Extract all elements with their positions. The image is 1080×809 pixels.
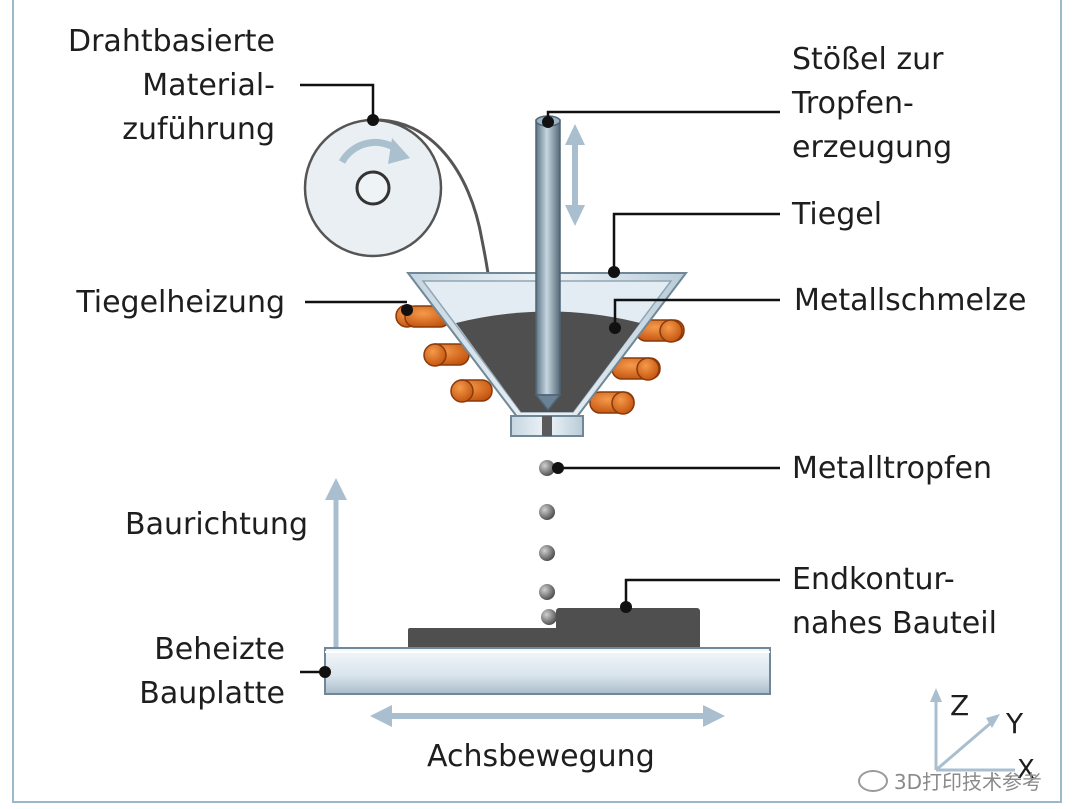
label-part: Endkontur- nahes Bauteil xyxy=(792,558,997,646)
label-line: Bauplatte xyxy=(139,676,285,711)
label-ram: Stößel zur Tropfen- erzeugung xyxy=(792,38,952,170)
label-line: Stößel zur xyxy=(792,42,944,77)
label-crucible-heater: Tiegelheizung xyxy=(76,285,285,320)
ram-plunger xyxy=(534,115,562,412)
label-axis-motion: Achsbewegung xyxy=(427,739,655,774)
label-line: erzeugung xyxy=(792,130,953,165)
wechat-icon xyxy=(857,769,888,792)
heated-build-plate xyxy=(324,647,771,695)
label-line: Material- xyxy=(142,68,275,103)
label-build-direction: Baurichtung xyxy=(125,507,308,542)
label-metal-melt: Metallschmelze xyxy=(794,283,1027,318)
label-line: zuführung xyxy=(122,112,275,147)
label-line: Beheizte xyxy=(154,632,285,667)
ram-motion-arrow xyxy=(565,124,585,226)
leader-dots xyxy=(319,114,632,678)
label-line: Tropfen- xyxy=(792,86,914,121)
axis-motion-arrow xyxy=(370,705,725,727)
axis-label-x: X xyxy=(1017,755,1035,785)
watermark: 3D打印技术参考 xyxy=(857,766,1042,795)
metal-droplets xyxy=(539,460,557,625)
label-material-feed: Drahtbasierte Material- zuführung xyxy=(68,20,275,152)
near-net-shape-part xyxy=(408,608,700,650)
label-line: nahes Bauteil xyxy=(792,606,997,641)
label-line: Drahtbasierte xyxy=(68,24,275,59)
leader-lines xyxy=(300,83,780,674)
diagram-frame xyxy=(12,0,1062,803)
watermark-text: 3D打印技术参考 xyxy=(893,770,1042,794)
wire-spool xyxy=(303,118,443,258)
coordinate-axes xyxy=(930,688,1015,772)
label-line: Endkontur- xyxy=(792,562,955,597)
build-direction-arrow xyxy=(325,478,347,650)
axis-label-z: Z xyxy=(950,689,970,722)
axis-label-y: Y xyxy=(1006,707,1024,740)
label-metal-droplets: Metalltropfen xyxy=(792,451,993,486)
label-build-plate: Beheizte Bauplatte xyxy=(139,628,285,716)
label-crucible: Tiegel xyxy=(792,197,883,232)
